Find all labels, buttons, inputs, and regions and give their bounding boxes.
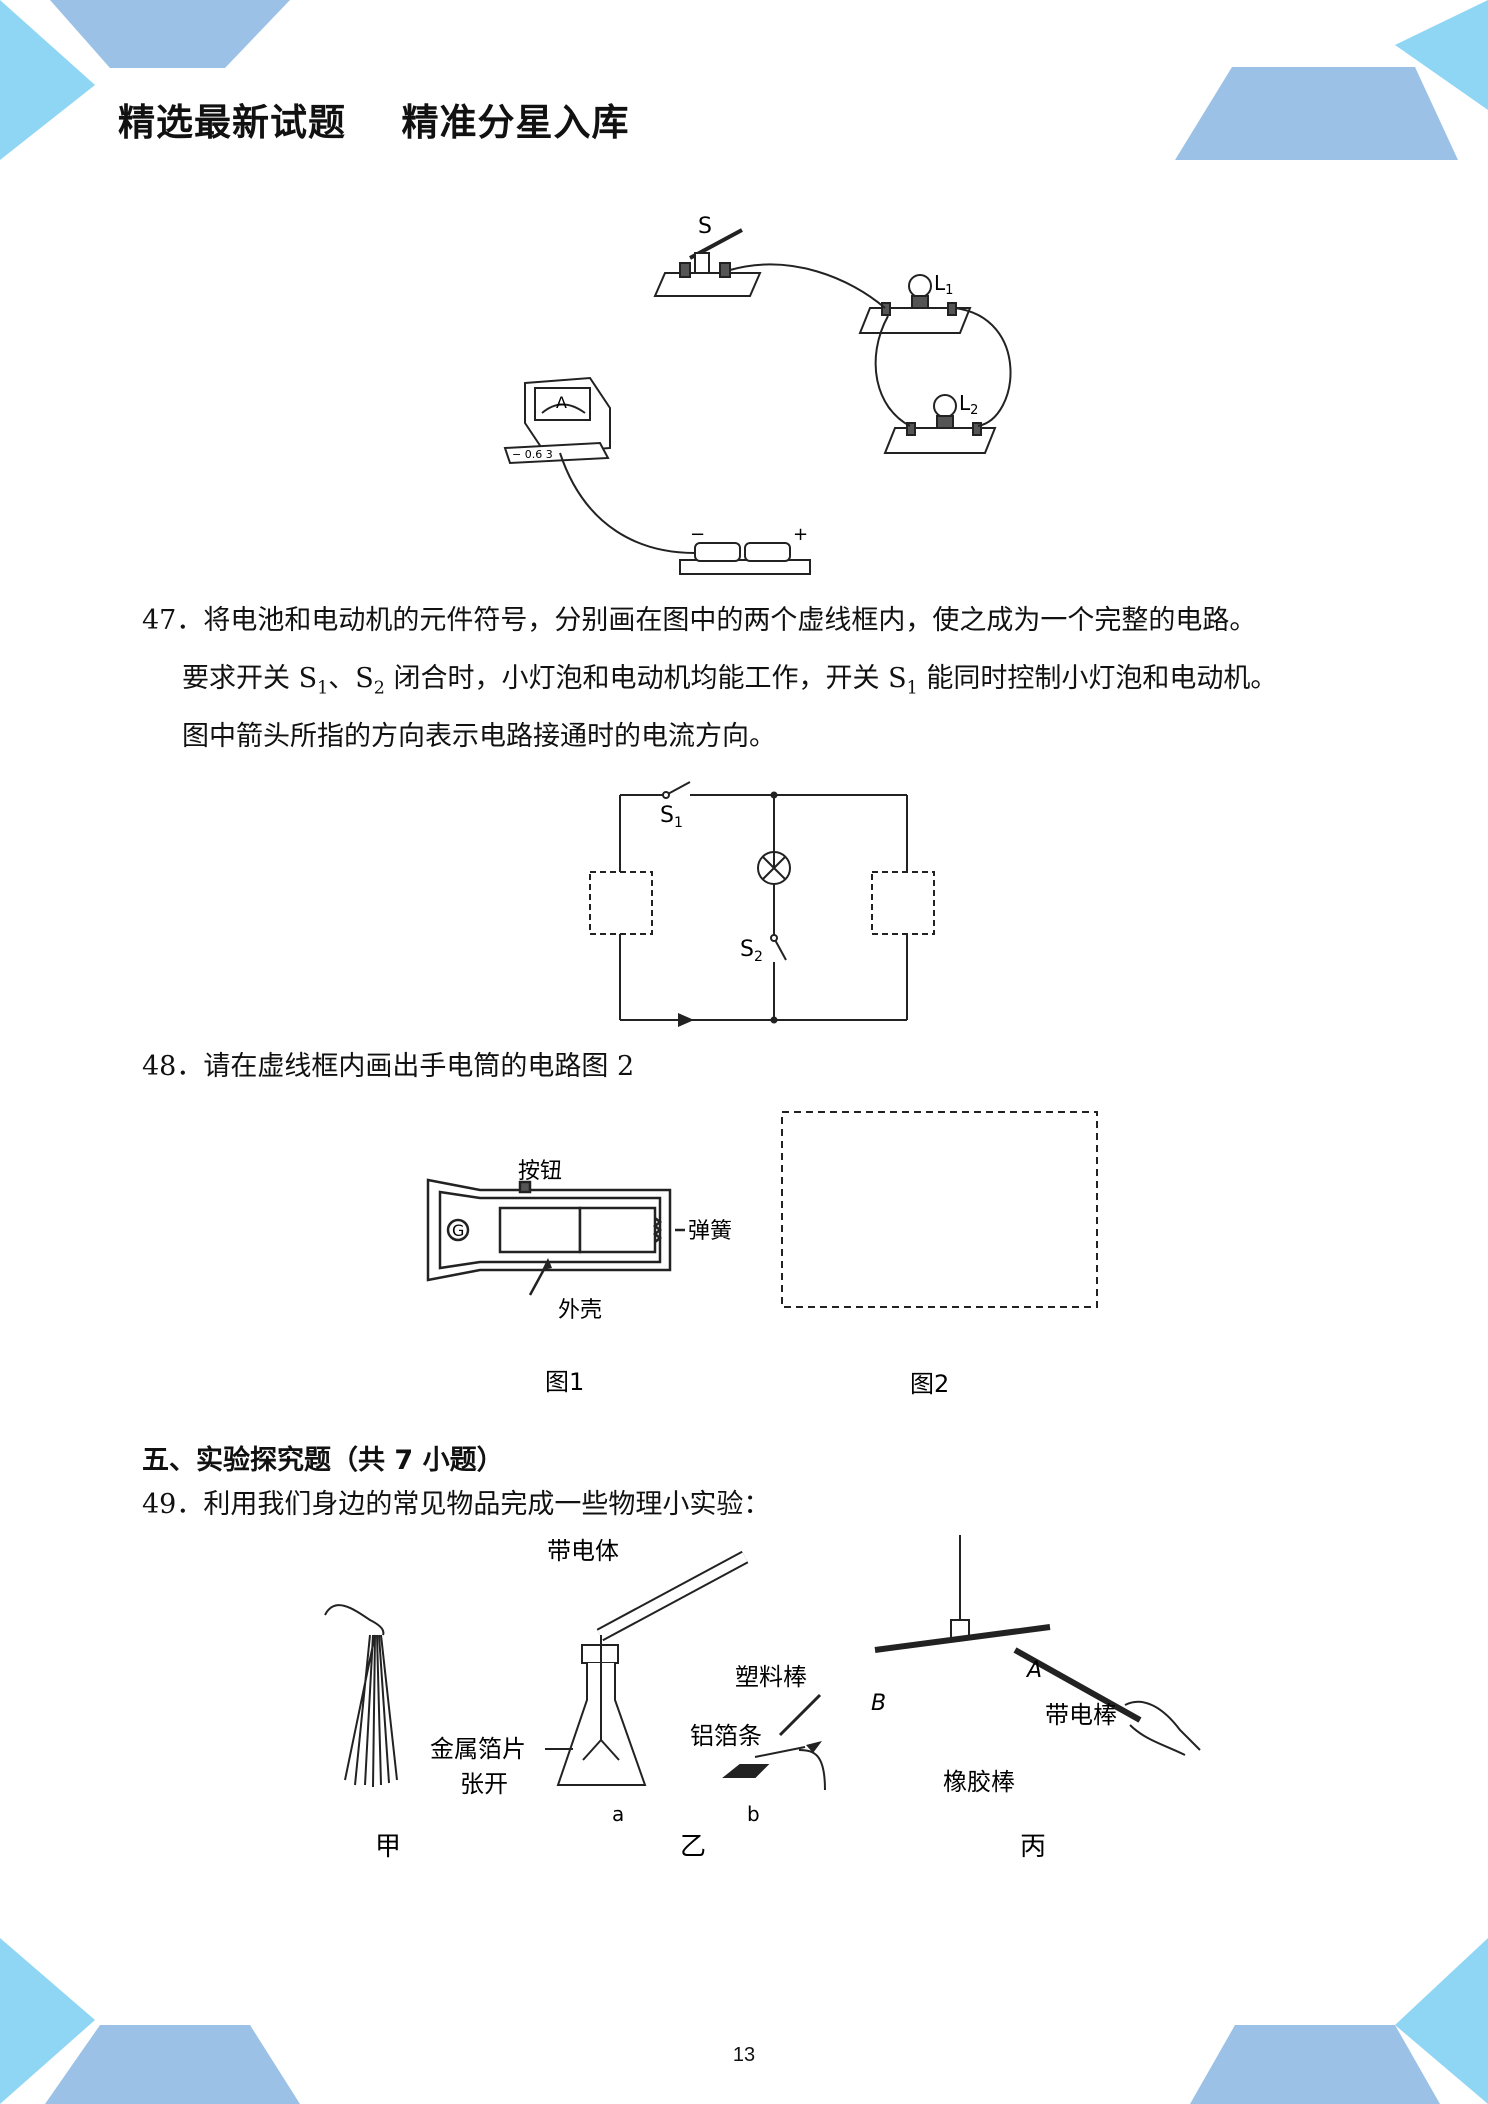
label-a: a xyxy=(612,1802,624,1826)
dashed-box-right xyxy=(871,871,935,935)
rubber-rod xyxy=(874,1624,1051,1653)
hand-icon-jia xyxy=(324,1604,385,1636)
corner-trapezoid-bottom-left xyxy=(45,2025,300,2104)
ammeter-scale: − 0.6 3 xyxy=(512,448,553,461)
battery-cell-2 xyxy=(744,542,791,562)
label-B: B xyxy=(871,1691,886,1716)
bulb-l2-label: L2 xyxy=(959,391,978,418)
switch-s1-label: S1 xyxy=(660,803,683,831)
corner-trapezoid-top-left xyxy=(50,0,290,68)
q48-text: 48．请在虚线框内画出手电筒的电路图 2 xyxy=(142,1051,635,1082)
bulb-icon xyxy=(446,1218,470,1242)
label-b: b xyxy=(747,1802,760,1826)
caption-bing: 丙 xyxy=(1020,1832,1046,1862)
q48-figures: G 按钮 弹簧 外壳 图1 图2 xyxy=(426,1111,1098,1398)
spring-label: 弹簧 xyxy=(688,1219,732,1244)
battery-cell-1 xyxy=(694,542,741,562)
q47-line2: 要求开关 S1、S2 闭合时，小灯泡和电动机均能工作，开关 S1 能同时控制小灯… xyxy=(182,663,1278,699)
button-icon xyxy=(518,1180,532,1194)
dashed-box-left xyxy=(589,871,653,935)
label-A: A xyxy=(1025,1658,1042,1683)
page-number: 13 xyxy=(732,2044,756,2066)
corner-triangle-top-left xyxy=(0,0,95,160)
fig2-caption: 图2 xyxy=(910,1370,949,1398)
flashlight-figure xyxy=(426,1178,685,1296)
bulb-l1-label: L1 xyxy=(934,271,953,298)
switch-s2-label: S2 xyxy=(740,937,763,965)
plastic-rod-label: 塑料棒 xyxy=(735,1663,807,1691)
q49-text: 49．利用我们身边的常见物品完成一些物理小实验： xyxy=(142,1489,771,1520)
rubber-rod-label: 橡胶棒 xyxy=(943,1768,1015,1796)
bulb-l1-icon xyxy=(908,274,932,298)
corner-triangle-top-right xyxy=(1395,0,1488,110)
switch-base xyxy=(653,272,762,297)
foil-label: 金属箔片 xyxy=(430,1735,526,1763)
section-title: 五、实验探究题（共 7 小题） xyxy=(142,1445,504,1476)
corner-triangle-bottom-right xyxy=(1395,1938,1488,2104)
shell-label: 外壳 xyxy=(558,1298,602,1323)
fig2-dashed-box xyxy=(781,1111,1098,1308)
corner-trapezoid-bottom-right xyxy=(1190,2025,1440,2104)
battery-minus: − xyxy=(690,524,705,545)
header-title: 精选最新试题 精准分星入库 xyxy=(118,101,630,144)
bulb-letter: G xyxy=(452,1221,464,1240)
wire-2 xyxy=(954,307,1012,427)
plastic-rod xyxy=(778,1693,822,1737)
spring-icon xyxy=(652,1217,663,1243)
foil-strip-label: 铝箔条 xyxy=(690,1722,762,1750)
switch-s1-icon xyxy=(665,781,691,796)
switch-s2-icon xyxy=(773,937,787,961)
wire-3 xyxy=(874,315,911,427)
wire-4 xyxy=(559,452,696,554)
caption-jia: 甲 xyxy=(375,1832,401,1862)
current-arrow-icon xyxy=(678,1013,694,1027)
wire-1 xyxy=(729,263,886,309)
switch-label: S xyxy=(698,214,712,239)
q49-figures: 带电体 金属箔片 张开 塑料棒 铝箔条 橡胶棒 带电棒 A B a b 甲 乙 … xyxy=(324,1535,1201,1862)
foil-leaves xyxy=(582,1739,620,1761)
q47-line3: 图中箭头所指的方向表示电路接通时的电流方向。 xyxy=(182,721,776,752)
battery-plus: + xyxy=(793,524,808,545)
battery-base xyxy=(679,559,811,575)
q47-line1: 47．将电池和电动机的元件符号，分别画在图中的两个虚线框内，使之成为一个完整的电… xyxy=(142,605,1257,636)
ammeter-letter: A xyxy=(556,393,567,412)
charged-body-label: 带电体 xyxy=(547,1537,619,1565)
q47-circuit-diagram: S1 S2 xyxy=(589,781,935,1027)
button-label: 按钮 xyxy=(518,1159,562,1184)
open-label: 张开 xyxy=(460,1770,508,1798)
charged-rod-label: 带电棒 xyxy=(1045,1701,1117,1729)
charged-rod xyxy=(1013,1647,1142,1723)
fig1-caption: 图1 xyxy=(545,1368,584,1396)
corner-triangle-bottom-left xyxy=(0,1938,95,2104)
foil-strip xyxy=(754,1746,806,1758)
bulb-l2-icon xyxy=(933,394,957,418)
caption-yi: 乙 xyxy=(680,1832,706,1862)
hand-icon-bing xyxy=(1124,1700,1201,1756)
corner-trapezoid-top-right xyxy=(1175,67,1458,160)
physical-circuit-figure: S L1 L2 A − 0.6 3 − + xyxy=(503,214,1012,575)
